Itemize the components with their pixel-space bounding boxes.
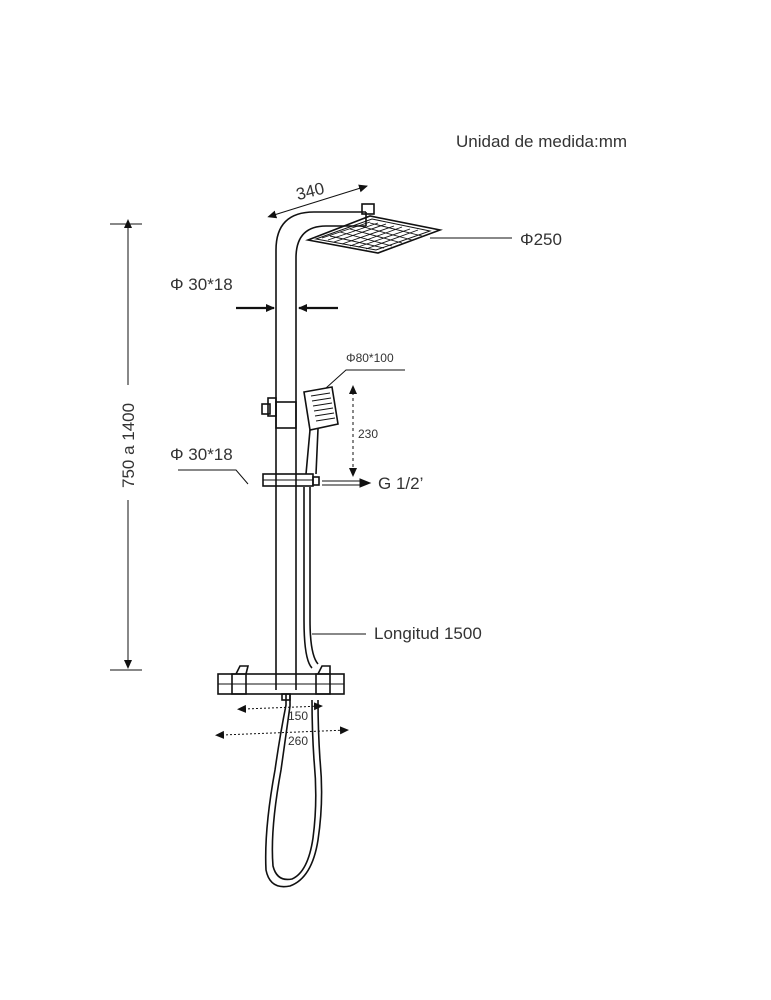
total-height-label: 750 a 1400 xyxy=(119,403,138,488)
total-height-dimension: 750 a 1400 xyxy=(110,219,142,671)
top-width-dimension: 340 xyxy=(267,179,368,219)
slide-elbow-outlet xyxy=(262,473,320,487)
mixer-centers-dimension: 150 xyxy=(237,702,323,723)
hand-shower-holder xyxy=(261,397,297,429)
hand-shower-size-label: Φ80*100 xyxy=(346,351,394,365)
units-label: Unidad de medida:mm xyxy=(456,132,627,151)
hose-length-label: Longitud 1500 xyxy=(374,624,482,643)
hand-shower-size-callout: Φ80*100 xyxy=(325,351,405,389)
upper-pipe-label: Φ 30*18 xyxy=(170,275,233,294)
outlet-thread-callout: G 1/2’ xyxy=(322,474,423,493)
head-diameter-label: Φ250 xyxy=(520,230,562,249)
head-diameter-callout: Φ250 xyxy=(430,230,562,249)
hand-height-label: 230 xyxy=(358,427,378,441)
hand-shower xyxy=(303,386,339,475)
lower-pipe-label: Φ 30*18 xyxy=(170,445,233,464)
shower-hose xyxy=(264,487,323,888)
lower-pipe-section-callout: Φ 30*18 xyxy=(170,445,249,485)
hose-length-callout: Longitud 1500 xyxy=(312,624,482,643)
mixer-width-dimension: 260 xyxy=(215,726,349,748)
upper-pipe-section-callout: Φ 30*18 xyxy=(170,275,338,312)
rain-shower-head xyxy=(305,215,443,254)
riser-pipe xyxy=(275,203,375,690)
outlet-thread-label: G 1/2’ xyxy=(378,474,423,493)
hand-height-dimension: 230 xyxy=(349,385,378,477)
mixer-centers-label: 150 xyxy=(288,709,308,723)
thermostatic-mixer xyxy=(217,665,345,701)
mixer-width-label: 260 xyxy=(288,734,308,748)
